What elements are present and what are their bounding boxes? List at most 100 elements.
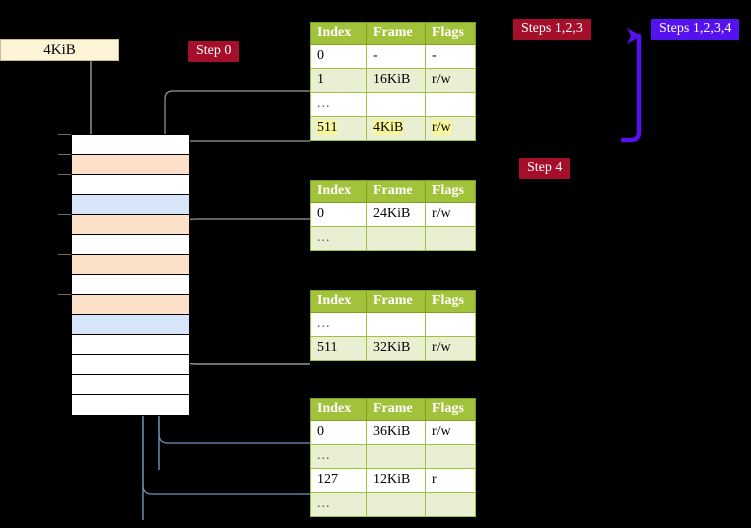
memory-frame-row[interactable] bbox=[72, 275, 189, 295]
physical-memory-column bbox=[71, 134, 190, 416]
cell-flags: r bbox=[425, 468, 476, 493]
cell-frame bbox=[366, 226, 426, 251]
memory-frame-row[interactable] bbox=[72, 375, 189, 395]
table-row[interactable]: 0 24KiB r/w bbox=[310, 202, 476, 227]
column-header-index: Index bbox=[310, 398, 367, 421]
table-header-row: Index Frame Flags bbox=[310, 180, 476, 203]
cell-index: ... bbox=[310, 444, 367, 469]
column-header-flags: Flags bbox=[425, 290, 476, 313]
memory-tick bbox=[58, 154, 71, 155]
memory-frame-row[interactable] bbox=[72, 255, 189, 275]
cell-index: 511 bbox=[310, 116, 367, 141]
cell-flags bbox=[425, 312, 476, 337]
cell-index: 1 bbox=[310, 68, 367, 93]
memory-frame-row[interactable] bbox=[72, 175, 189, 195]
cell-index: 0 bbox=[310, 202, 367, 227]
memory-tick bbox=[58, 214, 71, 215]
cell-frame bbox=[366, 492, 426, 517]
memory-frame-row[interactable] bbox=[72, 295, 189, 315]
cell-flags: - bbox=[425, 44, 476, 69]
cell-frame bbox=[366, 312, 426, 337]
table-header-row: Index Frame Flags bbox=[310, 22, 476, 45]
table-row[interactable]: ... bbox=[310, 226, 476, 251]
table-row[interactable]: ... bbox=[310, 492, 476, 517]
memory-frame-row[interactable] bbox=[72, 195, 189, 215]
table-row[interactable]: 0 36KiB r/w bbox=[310, 420, 476, 445]
cell-flags: r/w bbox=[425, 68, 476, 93]
page-table-level-2: Index Frame Flags ... 511 32KiB r/w bbox=[310, 290, 476, 361]
table-row[interactable]: ... bbox=[310, 444, 476, 469]
table-row[interactable]: ... bbox=[310, 312, 476, 337]
cell-index-text: 511 bbox=[317, 120, 338, 135]
cell-index: 511 bbox=[310, 336, 367, 361]
column-header-flags: Flags bbox=[425, 180, 476, 203]
table-row[interactable]: 127 12KiB r bbox=[310, 468, 476, 493]
column-header-flags: Flags bbox=[425, 22, 476, 45]
table-row[interactable]: 511 32KiB r/w bbox=[310, 336, 476, 361]
memory-frame-row[interactable] bbox=[72, 135, 189, 155]
wire-table2-row511-to-memory bbox=[172, 308, 310, 365]
cell-frame-text: 4KiB bbox=[373, 120, 404, 135]
table-header-row: Index Frame Flags bbox=[310, 290, 476, 313]
badge-steps-1-2-3: Steps 1,2,3 bbox=[513, 19, 591, 40]
badge-steps-1-2-3-4: Steps 1,2,3,4 bbox=[651, 19, 740, 40]
cell-index: ... bbox=[310, 492, 367, 517]
cell-index: 127 bbox=[310, 468, 367, 493]
memory-frame-row[interactable] bbox=[72, 215, 189, 235]
cell-frame: 24KiB bbox=[366, 202, 426, 227]
memory-tick bbox=[58, 254, 71, 255]
cell-frame: 12KiB bbox=[366, 468, 426, 493]
cell-flags: r/w bbox=[425, 420, 476, 445]
column-header-index: Index bbox=[310, 180, 367, 203]
page-table-level-0: Index Frame Flags 0 - - 1 16KiB r/w ... bbox=[310, 22, 476, 141]
table-row-highlighted[interactable]: 511 4KiB r/w bbox=[310, 116, 476, 141]
cell-flags: r/w bbox=[425, 202, 476, 227]
cell-frame: 16KiB bbox=[366, 68, 426, 93]
cell-index: ... bbox=[310, 226, 367, 251]
column-header-index: Index bbox=[310, 22, 367, 45]
memory-frame-row[interactable] bbox=[72, 335, 189, 355]
wire-table0-row511-to-memory bbox=[171, 140, 310, 194]
memory-tick bbox=[58, 134, 71, 135]
table-row[interactable]: 1 16KiB r/w bbox=[310, 68, 476, 93]
column-header-flags: Flags bbox=[425, 398, 476, 421]
table-row[interactable]: 0 - - bbox=[310, 44, 476, 69]
cell-flags bbox=[425, 226, 476, 251]
memory-tick bbox=[58, 294, 71, 295]
column-header-frame: Frame bbox=[366, 290, 426, 313]
table-header-row: Index Frame Flags bbox=[310, 398, 476, 421]
cell-flags bbox=[425, 444, 476, 469]
memory-frame-row[interactable] bbox=[72, 235, 189, 255]
badge-step-0: Step 0 bbox=[188, 41, 240, 62]
page-table-level-3: Index Frame Flags 0 36KiB r/w ... 127 12… bbox=[310, 398, 476, 517]
cell-index: ... bbox=[310, 92, 367, 117]
cell-flags bbox=[425, 92, 476, 117]
page-size-box: 4KiB bbox=[0, 39, 119, 61]
column-header-frame: Frame bbox=[366, 22, 426, 45]
memory-frame-row[interactable] bbox=[72, 355, 189, 375]
column-header-frame: Frame bbox=[366, 398, 426, 421]
cell-index: 0 bbox=[310, 420, 367, 445]
cell-index: 0 bbox=[310, 44, 367, 69]
memory-frame-row[interactable] bbox=[72, 315, 189, 335]
page-table-level-1: Index Frame Flags 0 24KiB r/w ... bbox=[310, 180, 476, 251]
cell-flags-text: r/w bbox=[432, 120, 451, 135]
memory-tick bbox=[58, 174, 71, 175]
wire-table3-row127-to-memory bbox=[142, 420, 310, 495]
wire-steps-bracket-arrow bbox=[620, 28, 642, 143]
badge-step-4: Step 4 bbox=[519, 158, 571, 179]
memory-frame-row[interactable] bbox=[72, 155, 189, 175]
cell-frame: 32KiB bbox=[366, 336, 426, 361]
wire-table1-row0-to-memory bbox=[177, 218, 310, 266]
cell-flags: r/w bbox=[425, 116, 476, 141]
wire-table3-row0-to-memory bbox=[158, 420, 310, 444]
memory-frame-row[interactable] bbox=[72, 395, 189, 415]
table-row[interactable]: ... bbox=[310, 92, 476, 117]
column-header-index: Index bbox=[310, 290, 367, 313]
cell-frame bbox=[366, 444, 426, 469]
cell-frame: - bbox=[366, 44, 426, 69]
cell-frame: 36KiB bbox=[366, 420, 426, 445]
cell-frame: 4KiB bbox=[366, 116, 426, 141]
cell-frame bbox=[366, 92, 426, 117]
